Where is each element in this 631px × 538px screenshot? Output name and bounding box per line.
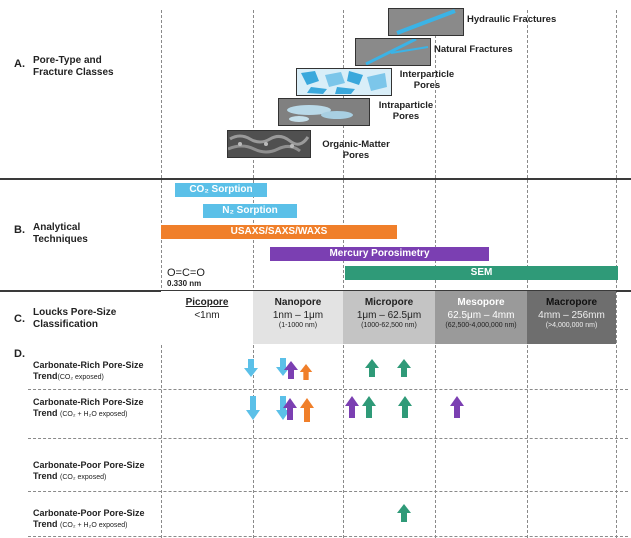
up-arrow-icon bbox=[299, 364, 313, 380]
row-label: Carbonate-Poor Pore-Size Trend (CO₂ expo… bbox=[33, 460, 145, 483]
natural-fractures-image bbox=[355, 38, 431, 66]
section-b-letter: B. bbox=[14, 224, 25, 236]
hydraulic-fractures-label: Hydraulic Fractures bbox=[467, 14, 557, 25]
row-title-trend: Trend bbox=[33, 371, 58, 381]
co2-molecule-size: 0.330 nm bbox=[167, 279, 202, 288]
intraparticle-pores-image bbox=[278, 98, 370, 126]
co2-sorption-label: CO₂ Sorption bbox=[189, 184, 253, 195]
pore-illustration bbox=[279, 99, 369, 125]
nanopore-range: 1nm – 1μm bbox=[272, 310, 324, 321]
interparticle-pores-label: Interparticle Pores bbox=[398, 69, 456, 91]
mesopore-detail: (62,500-4,000,000 nm) bbox=[445, 322, 517, 329]
mercury-porosimetry-bar: Mercury Porosimetry bbox=[270, 247, 489, 261]
fracture-illustration bbox=[389, 9, 463, 35]
guide-line bbox=[343, 10, 344, 538]
row-title-trend: Trend bbox=[33, 471, 58, 481]
up-arrow-icon bbox=[362, 396, 376, 418]
intraparticle-pores-text: Intraparticle Pores bbox=[378, 100, 434, 122]
row-divider bbox=[28, 389, 628, 390]
organic-matter-pores-text: Organic-Matter Pores bbox=[322, 139, 390, 161]
nanopore-name: Nanopore bbox=[274, 297, 322, 308]
organic-matter-pores-label: Organic-Matter Pores bbox=[322, 139, 390, 161]
macropore-range: 4mm – 256mm bbox=[538, 310, 605, 321]
guide-line bbox=[161, 10, 162, 538]
sem-label: SEM bbox=[470, 267, 493, 278]
micropore-name: Micropore bbox=[364, 297, 414, 308]
picopore-range: <1nm bbox=[194, 310, 220, 321]
row-divider bbox=[28, 491, 628, 492]
up-arrow-icon bbox=[284, 361, 298, 379]
fracture-illustration bbox=[356, 39, 430, 65]
row-title: Carbonate-Poor Pore-Size bbox=[33, 508, 145, 518]
usaxs-label: USAXS/SAXS/WAXS bbox=[230, 226, 328, 237]
up-arrow-icon bbox=[397, 359, 411, 377]
pore-illustration bbox=[297, 69, 391, 95]
row-divider bbox=[28, 536, 628, 537]
up-arrow-icon bbox=[398, 396, 412, 418]
row-label: Carbonate-Rich Pore-Size Trend (CO₂ + H₂… bbox=[33, 397, 144, 420]
section-divider bbox=[0, 178, 631, 180]
picopore-name: Picopore bbox=[185, 297, 229, 308]
row-title-trend: Trend bbox=[33, 519, 58, 529]
picopore-cell: Picopore <1nm bbox=[161, 291, 253, 344]
macropore-name: Macropore bbox=[545, 297, 598, 308]
up-arrow-icon bbox=[450, 396, 464, 418]
up-arrow-icon bbox=[365, 359, 379, 377]
row-title: Carbonate-Rich Pore-Size bbox=[33, 397, 144, 407]
intraparticle-pores-label: Intraparticle Pores bbox=[376, 100, 436, 122]
organic-matter-pores-image bbox=[227, 130, 311, 158]
section-a-letter: A. bbox=[14, 58, 25, 70]
nanopore-cell: Nanopore 1nm – 1μm (1-1000 nm) bbox=[253, 291, 343, 344]
up-arrow-icon bbox=[397, 504, 411, 522]
mesopore-range: 62.5μm – 4mm bbox=[447, 310, 515, 321]
mercury-porosimetry-label: Mercury Porosimetry bbox=[329, 248, 430, 259]
row-note: (CO₂ exposed) bbox=[60, 474, 107, 481]
row-title: Carbonate-Rich Pore-Size bbox=[33, 360, 144, 370]
section-a-title: Pore-Type and Fracture Classes bbox=[33, 55, 114, 78]
row-divider bbox=[28, 438, 628, 439]
interparticle-pores-image bbox=[296, 68, 392, 96]
usaxs-bar: USAXS/SAXS/WAXS bbox=[161, 225, 397, 239]
micropore-detail: (1000-62,500 nm) bbox=[361, 322, 417, 329]
n2-sorption-label: N₂ Sorption bbox=[222, 205, 278, 216]
natural-fractures-label: Natural Fractures bbox=[434, 44, 513, 55]
hydraulic-fractures-image bbox=[388, 8, 464, 36]
up-arrow-icon bbox=[345, 396, 359, 418]
row-note: (CO₂ + H₂O exposed) bbox=[60, 411, 128, 418]
section-b-title: Analytical Techniques bbox=[33, 222, 88, 245]
micropore-cell: Micropore 1μm – 62.5μm (1000-62,500 nm) bbox=[343, 291, 435, 344]
mesopore-cell: Mesopore 62.5μm – 4mm (62,500-4,000,000 … bbox=[435, 291, 527, 344]
mesopore-name: Mesopore bbox=[457, 297, 505, 308]
section-c-letter: C. bbox=[14, 313, 25, 325]
row-title-trend: Trend bbox=[33, 408, 58, 418]
row-label: Carbonate-Rich Pore-Size Trend(CO₂ expos… bbox=[33, 360, 144, 383]
down-arrow-icon bbox=[244, 359, 258, 377]
row-label: Carbonate-Poor Pore-Size Trend (CO₂ + H₂… bbox=[33, 508, 145, 531]
section-d-letter: D. bbox=[14, 348, 25, 360]
co2-molecule: O=C=O bbox=[167, 267, 205, 279]
row-note: (CO₂ exposed) bbox=[57, 374, 104, 381]
co2-sorption-bar: CO₂ Sorption bbox=[175, 183, 267, 197]
sem-bar: SEM bbox=[345, 266, 618, 280]
down-arrow-icon bbox=[276, 358, 290, 376]
micropore-range: 1μm – 62.5μm bbox=[356, 310, 422, 321]
row-title: Carbonate-Poor Pore-Size bbox=[33, 460, 145, 470]
n2-sorption-bar: N₂ Sorption bbox=[203, 204, 297, 218]
guide-line bbox=[253, 10, 254, 538]
up-arrow-icon bbox=[283, 398, 297, 420]
section-c-title: Loucks Pore-Size Classification bbox=[33, 307, 117, 330]
macropore-cell: Macropore 4mm – 256mm (>4,000,000 nm) bbox=[527, 291, 616, 344]
down-arrow-icon bbox=[246, 396, 260, 420]
interparticle-pores-text: Interparticle Pores bbox=[399, 69, 455, 91]
up-arrow-icon bbox=[300, 398, 314, 422]
macropore-detail: (>4,000,000 nm) bbox=[545, 322, 598, 329]
row-note: (CO₂ + H₂O exposed) bbox=[60, 522, 128, 529]
nanopore-detail: (1-1000 nm) bbox=[278, 322, 318, 329]
pore-illustration bbox=[228, 131, 310, 157]
